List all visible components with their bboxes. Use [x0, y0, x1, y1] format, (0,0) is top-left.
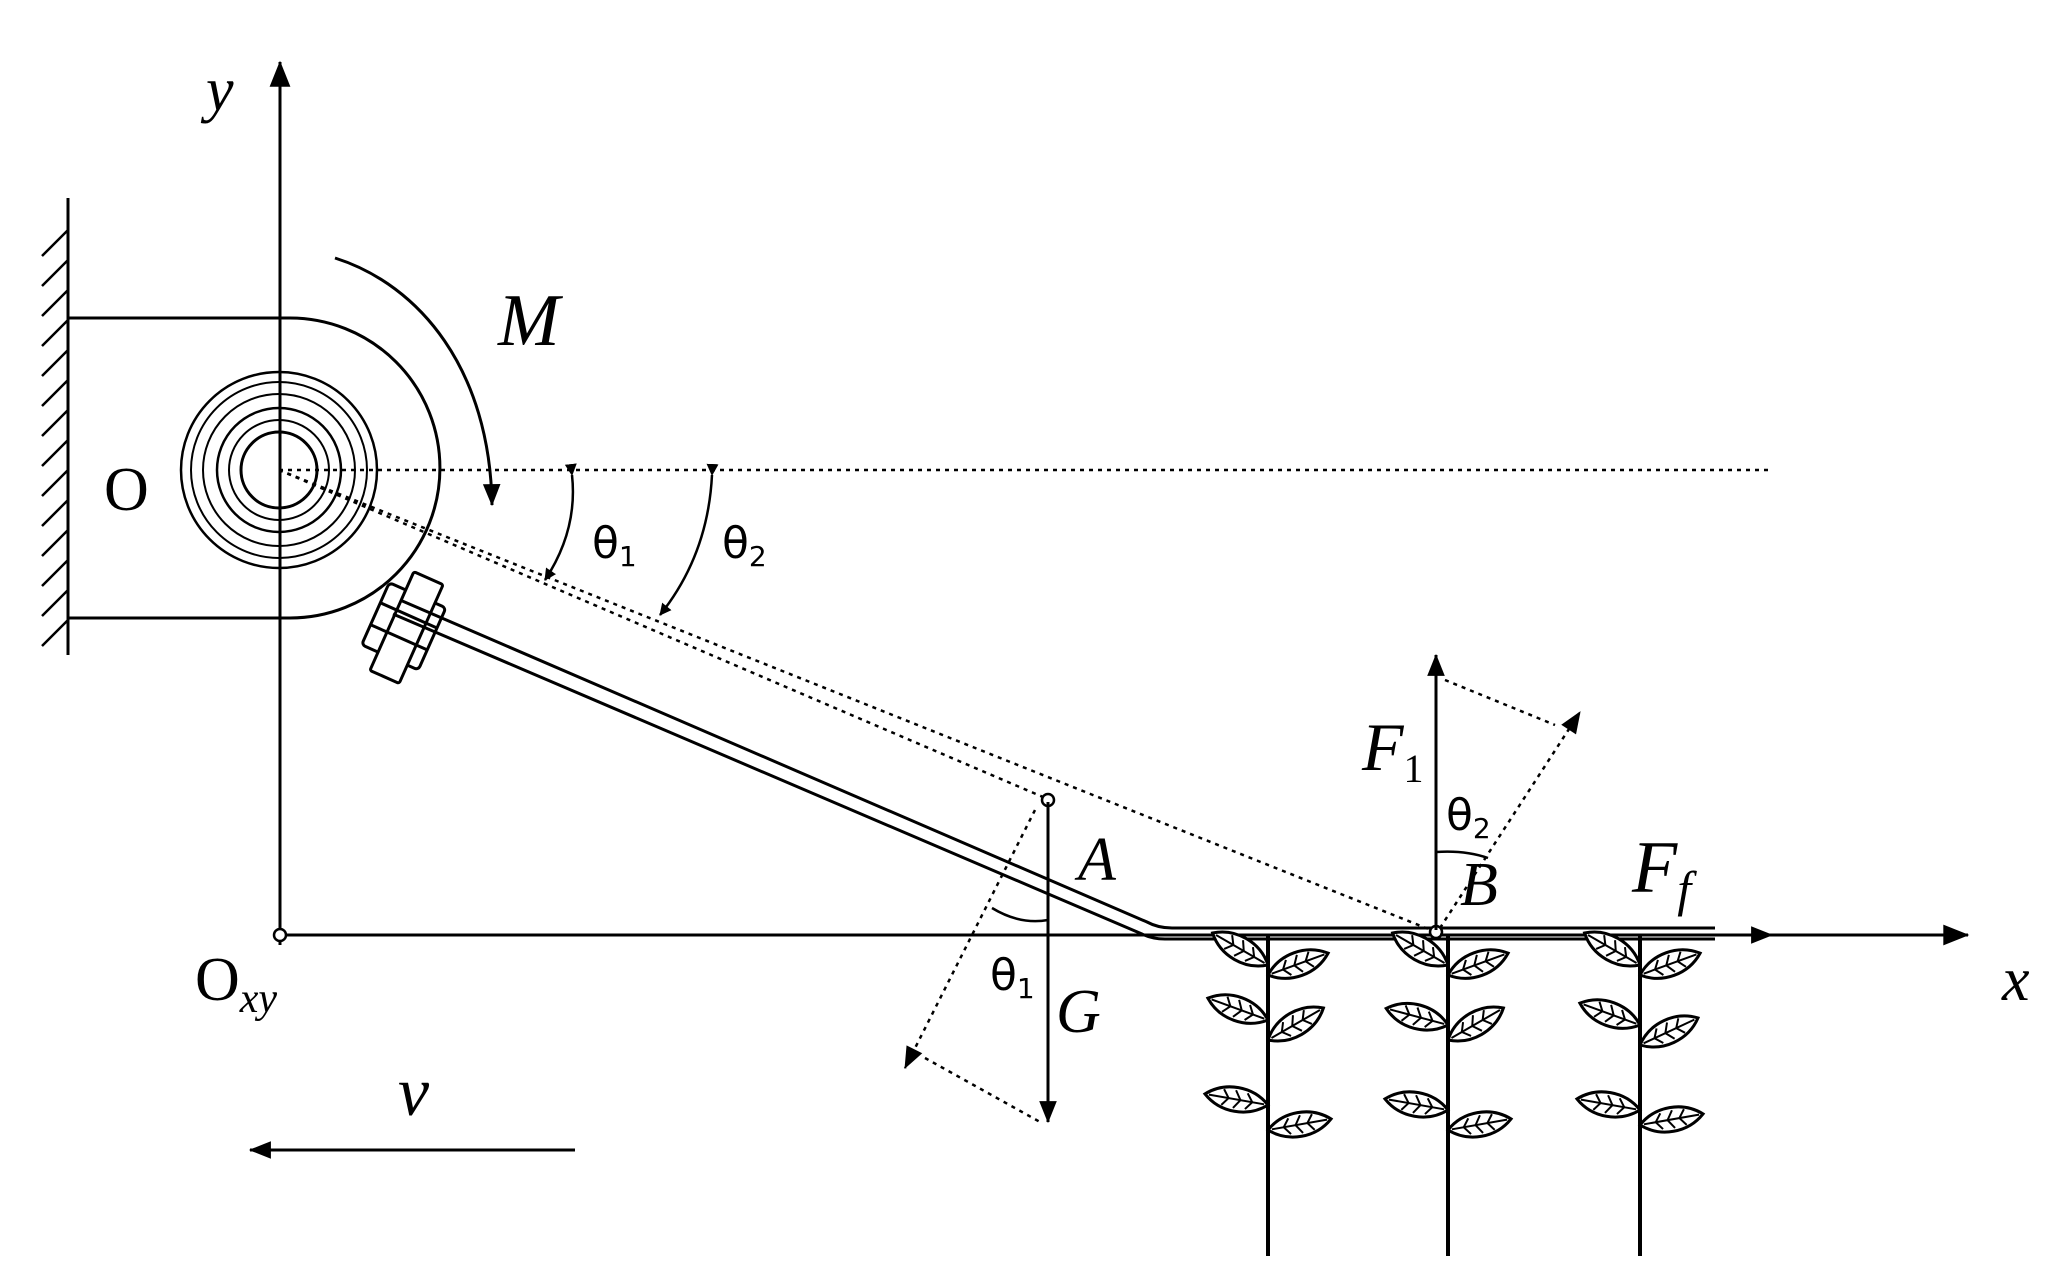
flexible-rod [392, 598, 1715, 941]
velocity-label: v [398, 1054, 430, 1131]
tea-plant-icon [1573, 921, 1707, 1256]
theta2-lower-arc [1435, 850, 1489, 860]
tea-plant-icon [1201, 921, 1335, 1256]
bolt-nut-icon [361, 570, 447, 685]
point-b-label: B [1460, 851, 1498, 919]
y-axis-label: y [200, 56, 234, 124]
mounting-bracket [68, 316, 442, 620]
theta1-label-sub: 1 [619, 540, 637, 573]
theta1-lower-label: θ1 [990, 950, 1035, 1005]
theta2-label-sym: θ [722, 518, 749, 569]
pivot-label: O [104, 456, 149, 524]
tea-plant-icon [1381, 921, 1515, 1256]
normal-force-label: F1 [1361, 709, 1424, 791]
theta1-lower-arc [991, 906, 1049, 923]
resultant-force-connector [1444, 678, 1556, 727]
gravity-component-arrow [903, 809, 1037, 1069]
resultant-force-arrow [1438, 711, 1582, 929]
friction-force-sub: f [1677, 861, 1697, 917]
origin-label-main: O [195, 946, 240, 1014]
origin-label-sub: xy [239, 976, 278, 1022]
theta1-label: θ1 [592, 518, 637, 573]
origin-label: Oxy [195, 946, 277, 1022]
hatched-wall-icon [41, 198, 70, 655]
theta2-arc [659, 463, 719, 616]
theta2-label-sub: 2 [749, 540, 767, 573]
theta1-arc [543, 463, 577, 581]
point-a-label: A [1074, 826, 1117, 894]
theta2-lower-label: θ2 [1446, 790, 1491, 845]
theta2-label: θ2 [722, 518, 767, 573]
friction-force-main: F [1631, 827, 1678, 909]
theta1-label-sym: θ [592, 518, 619, 569]
moment-label: M [497, 280, 564, 362]
x-axis-label: x [2001, 946, 2030, 1014]
origin-point [272, 927, 288, 943]
theta2-lower-sym: θ [1446, 790, 1473, 841]
gravity-component-connector [924, 1056, 1041, 1124]
moment-arrow [334, 256, 501, 507]
normal-force-main: F [1361, 709, 1405, 785]
gravity-label: G [1056, 978, 1101, 1046]
theta1-lower-sub: 1 [1017, 972, 1035, 1005]
normal-force-sub: 1 [1404, 746, 1424, 791]
friction-force-label: Ff [1631, 827, 1697, 917]
theta1-lower-sym: θ [990, 950, 1017, 1001]
line-o-to-b [278, 468, 1437, 934]
theta2-lower-sub: 2 [1473, 812, 1491, 845]
